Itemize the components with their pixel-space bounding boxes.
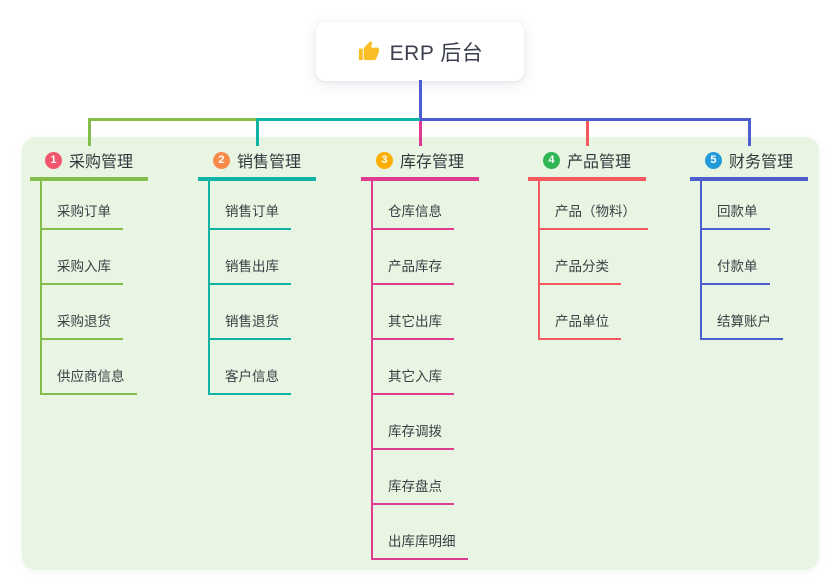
branch-drop-connector (418, 121, 422, 146)
child-node[interactable]: 采购入库 (40, 257, 123, 285)
child-node[interactable]: 其它出库 (371, 312, 454, 340)
branch-drop-connector (255, 118, 259, 146)
child-node[interactable]: 产品（物料） (538, 202, 648, 230)
branch-children-connector (538, 179, 540, 340)
child-node[interactable]: 销售退货 (208, 312, 291, 340)
branch-children-connector (208, 179, 210, 395)
rail-segment-purchase (89, 118, 257, 121)
child-node[interactable]: 产品单位 (538, 312, 621, 340)
branch-children-connector (700, 179, 702, 340)
branch-header-4[interactable]: 4 产品管理 (528, 147, 646, 181)
branch-number-badge: 1 (44, 151, 62, 169)
child-node[interactable]: 产品库存 (371, 257, 454, 285)
branch-number-badge: 5 (704, 151, 722, 169)
branch-title: 财务管理 (728, 154, 793, 171)
branch-drop-connector (87, 118, 91, 146)
branch-number-badge: 4 (542, 151, 560, 169)
branch-drop-connector (747, 118, 751, 146)
root-title: ERP 后台 (389, 41, 484, 65)
child-node[interactable]: 采购订单 (40, 202, 123, 230)
branch-title: 销售管理 (236, 154, 301, 171)
child-node[interactable]: 仓库信息 (371, 202, 454, 230)
child-node[interactable]: 库存盘点 (371, 477, 454, 505)
mindmap-background-panel (22, 137, 819, 570)
root-node[interactable]: ERP 后台 (316, 22, 524, 81)
rail-segment-finance (420, 118, 751, 121)
child-node[interactable]: 客户信息 (208, 367, 291, 395)
child-node[interactable]: 销售订单 (208, 202, 291, 230)
child-node[interactable]: 销售出库 (208, 257, 291, 285)
child-node[interactable]: 产品分类 (538, 257, 621, 285)
child-node[interactable]: 供应商信息 (40, 367, 137, 395)
branch-number-badge: 3 (375, 151, 393, 169)
branch-drop-connector (585, 121, 589, 146)
branch-children-connector (40, 179, 42, 395)
branch-header-5[interactable]: 5 财务管理 (690, 147, 808, 181)
child-node[interactable]: 其它入库 (371, 367, 454, 395)
thumbs-up-icon (358, 40, 379, 61)
branch-header-2[interactable]: 2 销售管理 (198, 147, 316, 181)
child-node[interactable]: 回款单 (700, 202, 770, 230)
child-node[interactable]: 付款单 (700, 257, 770, 285)
branch-title: 采购管理 (68, 154, 133, 171)
child-node[interactable]: 出库库明细 (371, 532, 468, 560)
child-node[interactable]: 结算账户 (700, 312, 783, 340)
branch-number-badge: 2 (212, 151, 230, 169)
branch-title: 产品管理 (566, 154, 631, 171)
rail-segment-sales (257, 118, 420, 121)
branch-header-1[interactable]: 1 采购管理 (30, 147, 148, 181)
child-node[interactable]: 库存调拨 (371, 422, 454, 450)
root-stem-connector (418, 80, 422, 121)
branch-children-connector (371, 179, 373, 560)
branch-title: 库存管理 (399, 154, 464, 171)
branch-header-3[interactable]: 3 库存管理 (361, 147, 479, 181)
child-node[interactable]: 采购退货 (40, 312, 123, 340)
